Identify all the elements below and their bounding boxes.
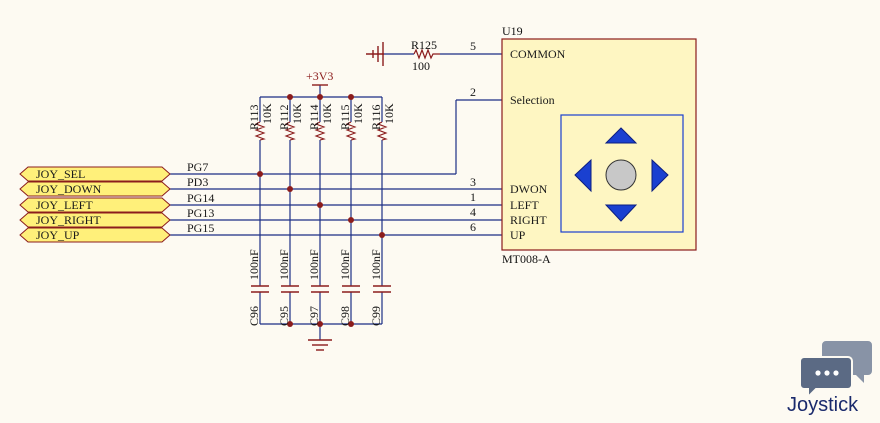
- port-joy-right: JOY_RIGHT: [36, 213, 101, 227]
- capacitor-labels: 100nF C96 100nF C95 100nF C97 100nF C98 …: [247, 249, 383, 326]
- c98-value: 100nF: [338, 249, 352, 280]
- pin-name-common: COMMON: [510, 47, 566, 61]
- pullup-resistors: [254, 121, 388, 141]
- ground-symbol-r125: [366, 42, 384, 66]
- arrow-left-icon: [574, 158, 592, 193]
- pin-numbers: 5 2 3 1 4 6: [470, 39, 476, 234]
- chip-part-number: MT008-A: [502, 252, 551, 266]
- chip-body-u19: [501, 38, 697, 251]
- c95-ref: C95: [277, 306, 291, 326]
- r116-ref: R116: [369, 104, 383, 130]
- port-joy-left: JOY_LEFT: [36, 198, 93, 212]
- pin-num-common: 5: [470, 39, 476, 53]
- c99-ref: C99: [369, 306, 383, 326]
- joystick-graphic: [560, 114, 684, 233]
- arrow-down-icon: [604, 204, 638, 222]
- pin-name-up: UP: [510, 228, 526, 242]
- c95-value: 100nF: [277, 249, 291, 280]
- port-joy-down: JOY_DOWN: [36, 182, 102, 196]
- pin-name-dwon: DWON: [510, 182, 548, 196]
- r112-value: 10K: [290, 103, 304, 124]
- resistor-labels: R113 10K R112 10K R114 10K R115 10K R116…: [247, 103, 396, 130]
- arrow-right-icon: [651, 158, 669, 193]
- pin-name-right: RIGHT: [510, 213, 547, 227]
- c98-ref: C98: [338, 306, 352, 326]
- c99-value: 100nF: [369, 249, 383, 280]
- pin-num-selection: 2: [470, 85, 476, 99]
- r115-value: 10K: [351, 103, 365, 124]
- r112-ref: R112: [277, 104, 291, 130]
- net-pg7: PG7: [187, 160, 208, 174]
- pin-num-dwon: 3: [470, 175, 476, 189]
- r116-value: 10K: [382, 103, 396, 124]
- r114-ref: R114: [307, 104, 321, 130]
- pin-name-selection: Selection: [510, 93, 555, 107]
- c96-value: 100nF: [247, 249, 261, 280]
- net-pd3: PD3: [187, 175, 208, 189]
- c97-ref: C97: [307, 306, 321, 326]
- arrow-up-icon: [604, 127, 638, 144]
- net-pg13: PG13: [187, 206, 214, 220]
- port-joy-up: JOY_UP: [36, 228, 80, 242]
- pin-num-left: 1: [470, 190, 476, 204]
- power-label: +3V3: [306, 69, 333, 83]
- filter-capacitors: [251, 285, 391, 293]
- pin-name-left: LEFT: [510, 198, 539, 212]
- center-button-icon: [605, 159, 637, 191]
- c96-ref: C96: [247, 306, 261, 326]
- chat-bubbles-icon: [799, 341, 872, 400]
- net-names: PG7 PD3 PG14 PG13 PG15: [187, 160, 214, 235]
- net-pg15: PG15: [187, 221, 214, 235]
- junctions: [257, 94, 385, 327]
- port-labels: JOY_SEL JOY_DOWN JOY_LEFT JOY_RIGHT JOY_…: [36, 167, 102, 242]
- chip-designator: U19: [502, 24, 523, 38]
- r125-value: 100: [412, 59, 430, 73]
- net-ports: [19, 166, 171, 243]
- r113-ref: R113: [247, 104, 261, 130]
- wires: [168, 53, 502, 340]
- resistor-r125: [384, 48, 440, 60]
- pin-num-up: 6: [470, 220, 476, 234]
- port-joy-sel: JOY_SEL: [36, 167, 85, 181]
- r113-value: 10K: [260, 103, 274, 124]
- pin-names: COMMON Selection DWON LEFT RIGHT UP: [510, 47, 566, 242]
- pin-num-right: 4: [470, 205, 476, 219]
- c97-value: 100nF: [307, 249, 321, 280]
- r115-ref: R115: [338, 104, 352, 130]
- net-pg14: PG14: [187, 191, 214, 205]
- ground-symbol-bottom: [308, 339, 332, 351]
- r125-ref: R125: [411, 38, 437, 52]
- r114-value: 10K: [320, 103, 334, 124]
- watermark-text: Joystick: [787, 394, 859, 416]
